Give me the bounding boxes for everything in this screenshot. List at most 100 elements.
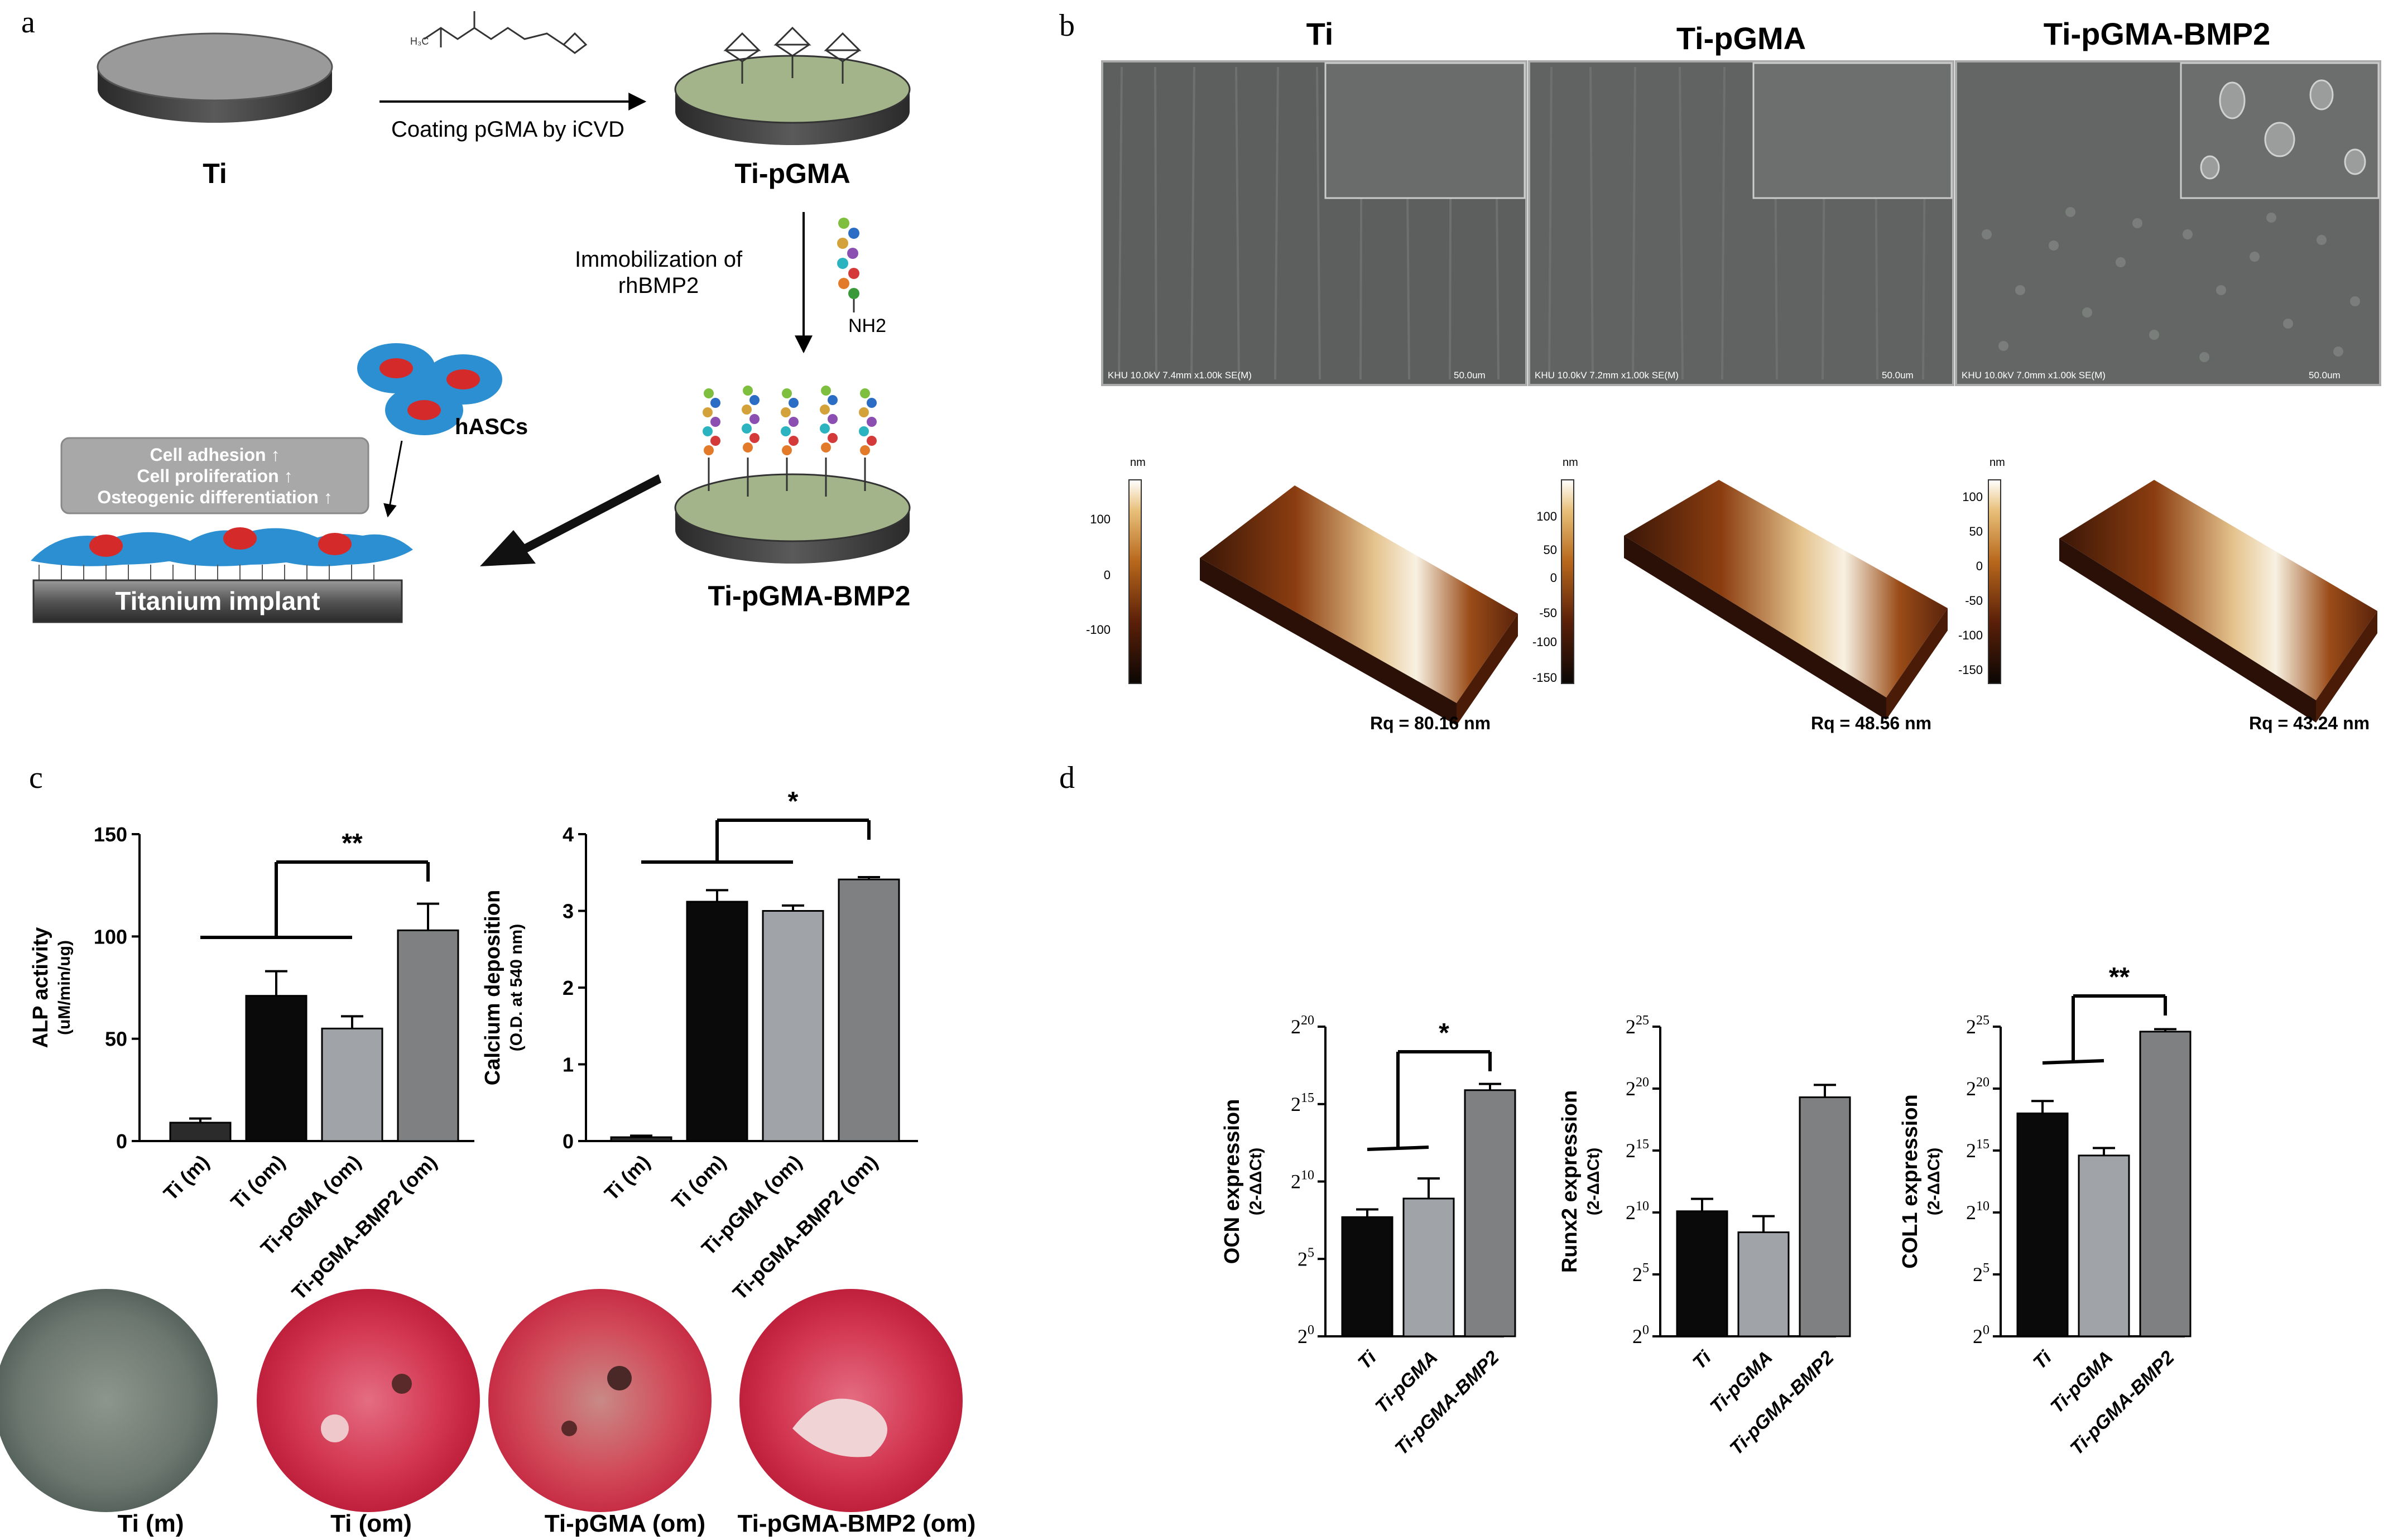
bar <box>686 901 748 1142</box>
y-tick-label: 25 <box>1973 1261 1989 1286</box>
pgma-atom-label: H₃C <box>410 36 429 47</box>
bmp2-bead-chain <box>837 218 859 312</box>
afm-scale-bmp2-0: 100 <box>1962 490 1983 504</box>
stain-ti-pgma-bmp2-om <box>739 1289 963 1512</box>
significance-marker: * <box>1439 1018 1449 1048</box>
stain-label-ti-om: Ti (om) <box>330 1510 412 1537</box>
sem-image-ti-pgma: KHU 10.0kV 7.2mm x1.00k SE(M) 50.0um <box>1528 60 1954 386</box>
y-tick-label: 0 <box>116 1130 127 1153</box>
y-axis-unit: (2-ΔΔCt) <box>1584 1148 1603 1215</box>
category-label: Ti-pGMA-BMP2 <box>1391 1347 1503 1459</box>
y-tick-label: 3 <box>563 900 574 923</box>
y-axis-label: COL1 expression <box>1899 1094 1922 1269</box>
y-tick-label: 225 <box>1626 1013 1649 1038</box>
afm-scale-bmp2-4: -100 <box>1958 628 1983 642</box>
cells-arrow <box>383 440 403 518</box>
sem-image-ti: KHU 10.0kV 7.4mm x1.00k SE(M) 50.0um <box>1101 60 1527 386</box>
y-axis-unit: (uM/min/ug) <box>55 940 74 1035</box>
bar <box>169 1122 232 1142</box>
bar <box>397 929 459 1142</box>
amine-label: NH2 <box>848 315 886 336</box>
category-label: Ti-pGMA-BMP2 (om) <box>728 1151 882 1305</box>
col-title-ti-pgma-bmp2: Ti-pGMA-BMP2 <box>2044 16 2271 51</box>
pgma-molecule <box>424 11 588 54</box>
afm-scale-pgma-1: 50 <box>1544 543 1557 557</box>
y-tick-label: 25 <box>1632 1261 1649 1286</box>
panel-b: Ti Ti-pGMA Ti-pGMA-BMP2 KHU 10.0kV 7.4mm… <box>1086 16 2381 733</box>
y-tick-label: 215 <box>1291 1091 1314 1115</box>
roughness-ti-pgma-bmp2: Rq = 43.24 nm <box>2249 713 2370 733</box>
y-tick-label: 215 <box>1966 1137 1989 1162</box>
bar <box>2078 1154 2130 1337</box>
bar <box>610 1136 672 1142</box>
bar <box>1737 1231 1790 1337</box>
hascs-label: hASCs <box>455 415 528 439</box>
y-tick-label: 220 <box>1626 1075 1649 1100</box>
stain-label-ti-m: Ti (m) <box>118 1510 184 1537</box>
benefit-proliferation: Cell proliferation ↑ <box>137 466 292 486</box>
panel-a: Ti H₃C Coating pGMA by iCVD Ti-pGMA Immo… <box>31 11 911 623</box>
bar <box>1676 1210 1728 1337</box>
disk-label-ti: Ti <box>203 158 227 189</box>
afm-unit-ti-pgma: nm <box>1563 456 1578 469</box>
afm-ti: nm 100 0 -100 Rq = 80.16 nm <box>1086 456 1518 733</box>
y-tick-label: 50 <box>105 1028 127 1051</box>
y-tick-label: 0 <box>563 1130 574 1153</box>
bar <box>245 995 307 1142</box>
sem-scale-ti: 50.0um <box>1454 370 1486 381</box>
afm-scale-pgma-2: 0 <box>1550 571 1557 585</box>
bar <box>2016 1112 2069 1337</box>
y-axis-unit: (2-ΔΔCt) <box>1925 1148 1943 1215</box>
afm-scale-bmp2-5: -150 <box>1958 663 1983 677</box>
y-tick-label: 150 <box>94 823 127 846</box>
category-label: Ti (om) <box>226 1151 289 1214</box>
col-title-ti: Ti <box>1306 16 1334 51</box>
panel-label-d: d <box>1059 761 1075 795</box>
implant-linkers <box>39 565 374 580</box>
sem-scale-ti-pgma: 50.0um <box>1882 370 1914 381</box>
y-tick-label: 220 <box>1966 1075 1989 1100</box>
afm-scale-pgma-0: 100 <box>1536 509 1557 523</box>
y-axis-unit: (2-ΔΔCt) <box>1247 1148 1265 1215</box>
category-label: Ti (m) <box>600 1151 655 1205</box>
bar <box>1402 1197 1455 1337</box>
bar <box>321 1027 383 1142</box>
hascs-cells <box>357 343 502 435</box>
y-tick-label: 20 <box>1973 1323 1989 1348</box>
y-tick-label: 20 <box>1632 1323 1649 1348</box>
y-axis-label: ALP activity <box>29 927 52 1048</box>
implant-cells <box>31 527 413 566</box>
implant-arrow <box>480 474 661 566</box>
immobilization-label-1: Immobilization of <box>575 247 743 272</box>
category-label: Ti-pGMA-BMP2 <box>2066 1347 2178 1459</box>
bar <box>1799 1096 1851 1337</box>
bar <box>1341 1216 1393 1337</box>
stain-ti-om <box>257 1289 480 1512</box>
category-label: Ti <box>1689 1346 1716 1374</box>
y-tick-label: 1 <box>563 1053 574 1076</box>
disk-label-ti-pgma: Ti-pGMA <box>734 158 850 189</box>
y-axis-label: Runx2 expression <box>1558 1090 1582 1273</box>
stain-label-ti-pgma-bmp2-om: Ti-pGMA-BMP2 (om) <box>738 1510 976 1537</box>
stain-label-ti-pgma-om: Ti-pGMA (om) <box>545 1510 705 1537</box>
category-label: Ti-pGMA-BMP2 <box>1726 1347 1838 1459</box>
bar <box>2139 1031 2192 1337</box>
y-axis-label: Calcium deposition <box>481 890 504 1085</box>
benefits-box <box>60 437 369 514</box>
stain-ti-pgma-om <box>488 1289 712 1512</box>
category-label: Ti <box>2029 1346 2056 1374</box>
afm-ti-pgma: nm 100 50 0 -50 -100 -150 Rq = 48.56 nm <box>1532 456 1948 733</box>
afm-unit-bmp2: nm <box>1989 456 2005 469</box>
y-tick-label: 20 <box>1297 1323 1314 1348</box>
y-tick-label: 25 <box>1297 1245 1314 1270</box>
sem-footer-ti: KHU 10.0kV 7.4mm x1.00k SE(M) <box>1108 370 1252 381</box>
panel-label-b: b <box>1059 8 1075 43</box>
ti-pgma-disk <box>674 26 911 145</box>
afm-scale-pgma-3: -50 <box>1539 606 1557 620</box>
afm-scale-ti-0: 100 <box>1090 512 1111 526</box>
coating-step-label: Coating pGMA by iCVD <box>391 117 624 142</box>
